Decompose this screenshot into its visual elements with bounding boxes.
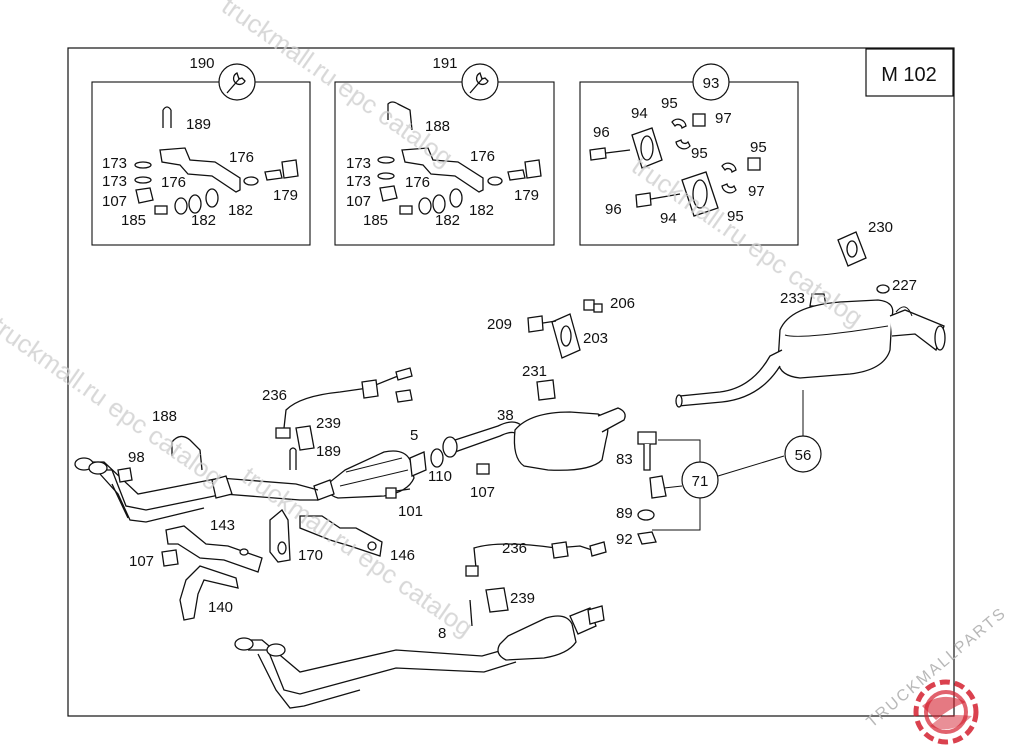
part-label: 179 (514, 187, 539, 204)
kit-number: 191 (432, 55, 457, 72)
callout-56-group[interactable]: 56 (784, 390, 822, 473)
part-label-38: 38 (497, 407, 514, 424)
part-label: 173 (346, 155, 371, 172)
part-label: 107 (346, 193, 371, 210)
part-label-203: 203 (583, 330, 608, 347)
part-label: 95 (750, 139, 767, 156)
part-label-188: 188 (152, 408, 177, 425)
catalytic-converter-icon (497, 615, 577, 661)
wrench-icon (218, 63, 256, 101)
part-label-92: 92 (616, 531, 633, 548)
wrench-icon (461, 63, 499, 101)
kit-191[interactable]: 191 188 176 173 173 176 179 107 182 185 … (334, 55, 555, 246)
part-label-227: 227 (892, 277, 917, 294)
model-code-box: M 102 (865, 48, 954, 97)
part-label: 96 (593, 124, 610, 141)
part-label-206: 206 (610, 295, 635, 312)
part-label-170: 170 (298, 547, 323, 564)
part-label: 95 (661, 95, 678, 112)
part-label: 182 (435, 212, 460, 229)
part-label-107: 107 (129, 553, 154, 570)
part-label: 179 (273, 187, 298, 204)
part-label: 185 (363, 212, 388, 229)
diagram-frame (67, 47, 955, 717)
part-label: 182 (228, 202, 253, 219)
bracket-icon (299, 515, 383, 557)
part-label: 94 (631, 105, 648, 122)
part-label-143: 143 (210, 517, 235, 534)
watermark-text: truckmall.ru epc catalog (0, 310, 229, 492)
kit-190[interactable]: 190 189 176 173 173 176 179 107 182 185 … (91, 55, 311, 246)
brand-logo: TRUCKMALLPARTS (864, 604, 1010, 745)
part-label-140: 140 (208, 599, 233, 616)
part-label-98: 98 (128, 449, 145, 466)
part-label: 188 (425, 118, 450, 135)
part-label-239: 239 (510, 590, 535, 607)
rear-muffler-assembly[interactable] (675, 231, 946, 408)
u-bolt-icon (162, 106, 172, 128)
part-label: 176 (161, 174, 186, 191)
kit-number: 93 (703, 75, 720, 92)
part-label-101: 101 (398, 503, 423, 520)
middle-silencer-assembly[interactable] (430, 407, 626, 475)
part-label: 182 (469, 202, 494, 219)
part-label-239: 239 (316, 415, 341, 432)
part-label: 97 (715, 110, 732, 127)
part-label-233: 233 (780, 290, 805, 307)
callout-label: 71 (692, 473, 709, 490)
bracket-icon (401, 147, 484, 193)
part-label-231: 231 (522, 363, 547, 380)
middle-silencer-icon (513, 411, 609, 471)
part-label: 173 (102, 155, 127, 172)
gear-icon (913, 679, 979, 745)
part-label-146: 146 (390, 547, 415, 564)
clamp-icon (536, 379, 556, 401)
part-label-189: 189 (316, 443, 341, 460)
part-label-230: 230 (868, 219, 893, 236)
bracket-icon (159, 147, 241, 193)
part-label: 173 (102, 173, 127, 190)
part-label-89: 89 (616, 505, 633, 522)
part-label-107: 107 (470, 484, 495, 501)
kit-number: 190 (189, 55, 214, 72)
kit-93[interactable]: 93 94 95 97 96 95 95 97 96 94 95 (579, 63, 799, 246)
part-label: 182 (191, 212, 216, 229)
part-label: 95 (727, 208, 744, 225)
kit-callout-circle (692, 63, 730, 101)
part-label-236: 236 (502, 540, 527, 557)
part-label: 185 (121, 212, 146, 229)
part-label: 176 (229, 149, 254, 166)
bent-bolt-icon (387, 101, 413, 131)
lower-bracket-parts[interactable] (161, 509, 383, 621)
part-label-209: 209 (487, 316, 512, 333)
front-pipe-catalyst-assembly-2[interactable] (234, 541, 607, 709)
part-label: 107 (102, 193, 127, 210)
callout-71-group[interactable]: 71 (637, 431, 785, 545)
part-label-110: 110 (428, 468, 452, 485)
part-label-83: 83 (616, 451, 633, 468)
center-mount-assembly[interactable] (527, 299, 603, 359)
part-label: 189 (186, 116, 211, 133)
part-label: 176 (405, 174, 430, 191)
part-label: 173 (346, 173, 371, 190)
part-label-5: 5 (410, 427, 418, 444)
bracket-icon (179, 565, 239, 621)
callout-label: 56 (795, 447, 812, 464)
part-label-236: 236 (262, 387, 287, 404)
part-label: 94 (660, 210, 677, 227)
bracket-icon (165, 525, 263, 573)
part-label: 97 (748, 183, 765, 200)
part-label: 95 (691, 145, 708, 162)
part-labels: 230 227 233 209 206 203 231 236 239 189 … (128, 219, 917, 642)
rear-muffler-icon (777, 299, 894, 379)
front-pipe-catalyst-assembly[interactable] (74, 367, 427, 523)
part-label: 176 (470, 148, 495, 165)
part-label-8: 8 (438, 625, 446, 642)
model-code: M 102 (881, 64, 937, 86)
part-label: 96 (605, 201, 622, 218)
